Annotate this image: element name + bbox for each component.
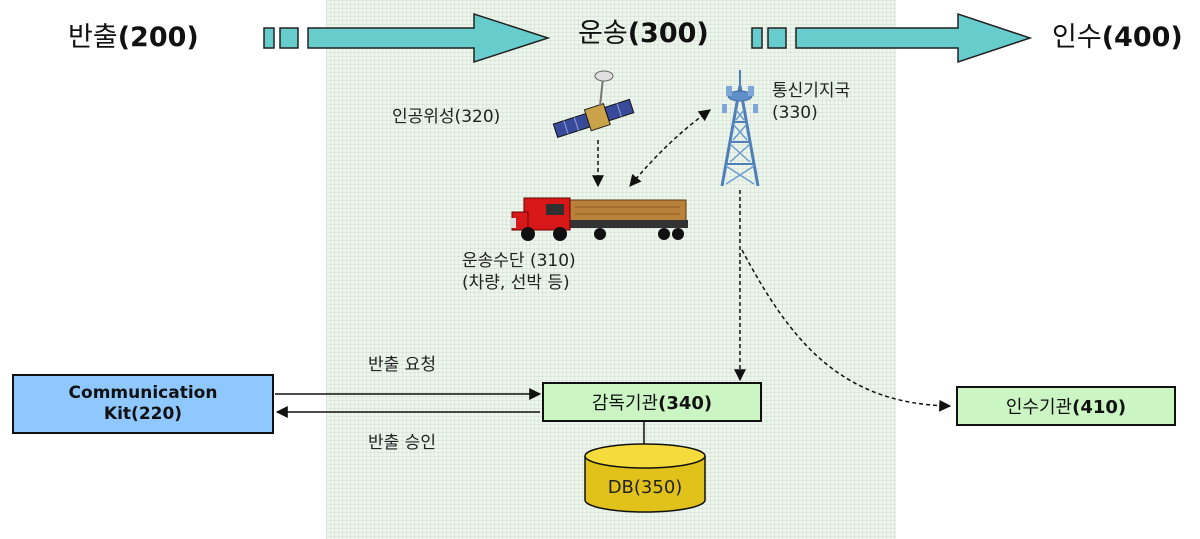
satellite-icon	[552, 70, 635, 139]
vehicle-label: 운송수단 (310) (차량, 선박 등)	[462, 250, 576, 294]
tower-label: 통신기지국 (330)	[772, 80, 850, 124]
satellite-label: 인공위성(320)	[392, 107, 501, 127]
database-icon	[584, 443, 706, 513]
stage-receive-text: 인수	[1052, 22, 1102, 53]
tower-label-name: 통신기지국	[772, 81, 851, 101]
receiving-agency-name: 인수기관	[1005, 397, 1073, 418]
receiving-agency-code: (410)	[1072, 397, 1127, 418]
supervisory-agency-code: (340)	[658, 393, 713, 414]
stage-receive-code: (400)	[1101, 22, 1183, 53]
stage-transport: 운송(300)	[578, 20, 709, 47]
stage-receive: 인수(400)	[1052, 24, 1183, 51]
supervisory-agency-name: 감독기관	[591, 393, 659, 414]
supervisory-agency-box: 감독기관(340)	[542, 382, 762, 422]
stage-export-text: 반출	[68, 22, 118, 53]
receiving-agency-box: 인수기관(410)	[956, 386, 1176, 426]
stage-arrow-transport-to-receive	[751, 12, 1033, 64]
export-approval-label: 반출 승인	[368, 433, 436, 453]
communication-kit-name: Communication	[68, 382, 218, 403]
communication-kit-code: Kit(220)	[103, 404, 183, 424]
database-label: DB(350)	[607, 477, 683, 498]
tower-label-code: (330)	[772, 103, 818, 124]
stage-transport-code: (300)	[627, 18, 709, 49]
truck-icon	[510, 197, 688, 241]
vehicle-label-examples: (차량, 선박 등)	[462, 273, 570, 294]
stage-export: 반출(200)	[68, 24, 199, 51]
vehicle-label-name: 운송수단 (310)	[462, 251, 576, 271]
stage-transport-text: 운송	[578, 18, 628, 49]
stage-arrow-export-to-transport	[263, 12, 551, 64]
export-request-label: 반출 요청	[368, 355, 436, 375]
transport-zone-panel	[326, 0, 896, 539]
stage-export-code: (200)	[117, 22, 199, 53]
tower-to-receiver-link	[741, 249, 952, 412]
tower-icon	[720, 70, 760, 187]
tower-vehicle-link	[629, 109, 711, 187]
